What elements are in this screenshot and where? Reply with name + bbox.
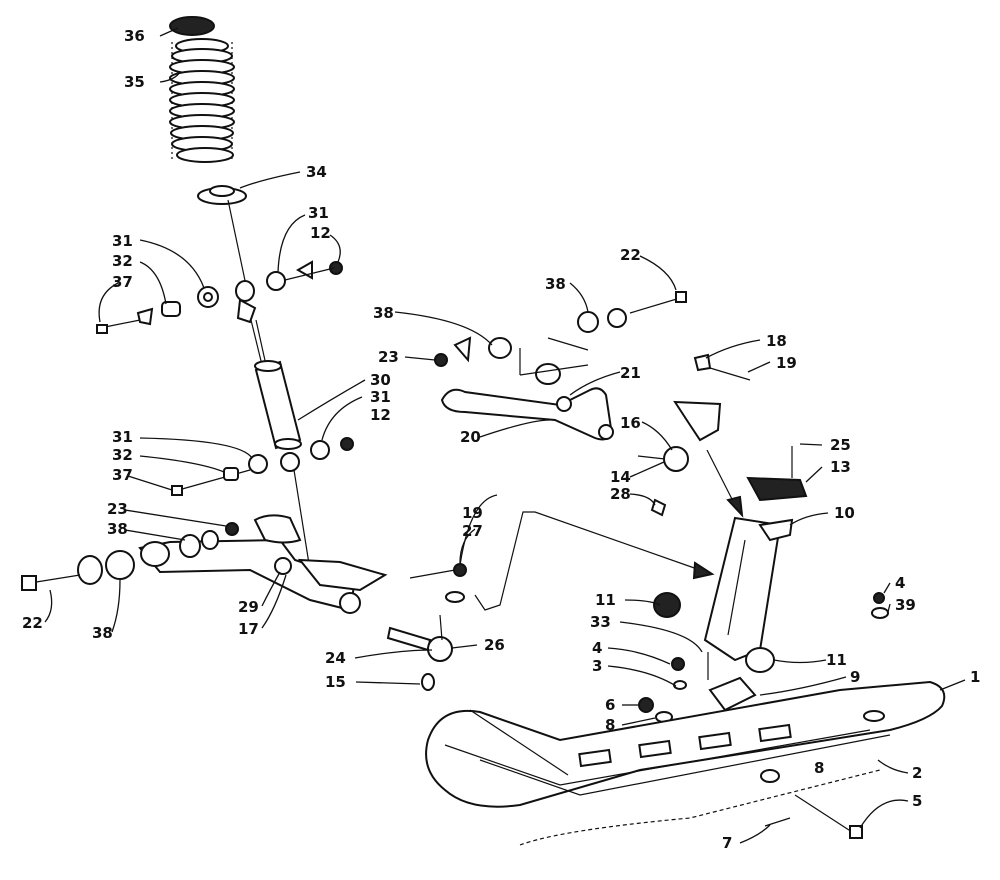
- callout-1: 1: [970, 668, 980, 686]
- callout-37: 37: [112, 273, 133, 291]
- callout-11: 11: [595, 591, 616, 609]
- spring-seat-part: [197, 185, 247, 205]
- callout-31: 31: [112, 232, 133, 250]
- callout-36: 36: [124, 27, 145, 45]
- callout-38: 38: [545, 275, 566, 293]
- callout-5: 5: [912, 792, 922, 810]
- callout-23: 23: [107, 500, 128, 518]
- callout-10: 10: [834, 504, 855, 522]
- callout-37: 37: [112, 466, 133, 484]
- callout-12: 12: [310, 224, 331, 242]
- callout-17: 17: [238, 620, 259, 638]
- callout-7: 7: [722, 834, 732, 852]
- tie-rod-part: [386, 563, 467, 691]
- callout-21: 21: [620, 364, 641, 382]
- spindle-part: [653, 516, 794, 673]
- callout-6: 6: [605, 696, 615, 714]
- callout-29: 29: [238, 598, 259, 616]
- callout-22: 22: [620, 246, 641, 264]
- callout-4: 4: [895, 574, 905, 592]
- callout-12: 12: [370, 406, 391, 424]
- callout-31: 31: [308, 204, 329, 222]
- leader-lines: [44, 27, 966, 844]
- callout-13: 13: [830, 458, 851, 476]
- callout-9: 9: [850, 668, 860, 686]
- lower-a-arm-part: [21, 514, 388, 614]
- callout-32: 32: [112, 446, 133, 464]
- callout-26: 26: [484, 636, 505, 654]
- callout-32: 32: [112, 252, 133, 270]
- ski-hardware: [638, 592, 889, 839]
- callout-33: 33: [590, 613, 611, 631]
- callout-38: 38: [107, 520, 128, 538]
- callout-27: 27: [462, 522, 483, 540]
- callout-18: 18: [766, 332, 787, 350]
- callout-35: 35: [124, 73, 145, 91]
- ski-part: [425, 680, 946, 846]
- stabilizer-rod: [474, 511, 715, 611]
- callout-8: 8: [605, 716, 615, 734]
- callout-8: 8: [814, 759, 824, 777]
- callout-30: 30: [370, 371, 391, 389]
- assembly-arrow: [706, 449, 744, 518]
- callout-3: 3: [592, 657, 602, 675]
- callout-4: 4: [592, 639, 602, 657]
- callout-11: 11: [826, 651, 847, 669]
- callout-16: 16: [620, 414, 641, 432]
- lower-shock-mount-hardware: [171, 437, 354, 496]
- callout-2: 2: [912, 764, 922, 782]
- shock-absorber-part: [250, 319, 311, 571]
- callout-39: 39: [895, 596, 916, 614]
- callout-22: 22: [22, 614, 43, 632]
- callout-38: 38: [92, 624, 113, 642]
- callout-28: 28: [610, 485, 631, 503]
- callout-25: 25: [830, 436, 851, 454]
- callout-labels: 36 35 34 31 12 31 32 37 30 31 12 31 32 3…: [22, 27, 980, 852]
- callout-34: 34: [306, 163, 327, 181]
- ski-pad-part: [746, 446, 808, 502]
- callout-38: 38: [373, 304, 394, 322]
- callout-31: 31: [370, 388, 391, 406]
- upper-a-arm-part: [434, 291, 687, 441]
- callout-23: 23: [378, 348, 399, 366]
- callout-20: 20: [460, 428, 481, 446]
- spring-cap-part: [169, 16, 215, 36]
- callout-19: 19: [462, 504, 483, 522]
- callout-19: 19: [776, 354, 797, 372]
- callout-31: 31: [112, 428, 133, 446]
- spindle-bracket-part: [637, 353, 751, 517]
- callout-24: 24: [325, 649, 346, 667]
- callout-15: 15: [325, 673, 346, 691]
- coil-spring-part: [169, 38, 235, 163]
- upper-shock-mount-hardware: [96, 260, 343, 334]
- callout-14: 14: [610, 468, 631, 486]
